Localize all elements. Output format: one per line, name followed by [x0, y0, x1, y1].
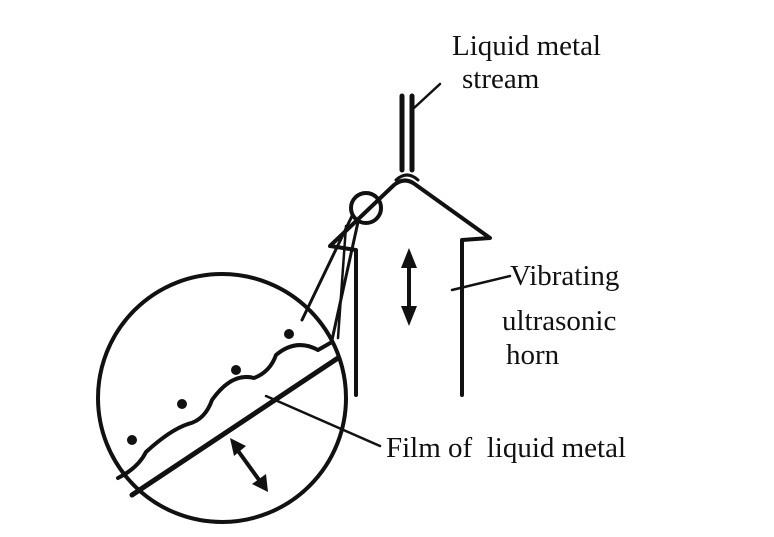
magnified-view-circle — [96, 272, 348, 524]
magnification-lines — [300, 214, 360, 342]
horn-label-line3: horn — [506, 339, 560, 371]
liquid-metal-stream — [399, 93, 415, 173]
ultrasonic-horn — [328, 173, 492, 397]
horn-leader-line — [450, 274, 512, 292]
vibration-arrow-icon — [401, 248, 417, 326]
horn-surface-line — [129, 355, 341, 498]
stream-label-line2: stream — [462, 63, 540, 95]
stream-label-line1: Liquid metal — [452, 30, 601, 62]
magnify-spot — [349, 191, 383, 225]
stream-leader-line — [412, 82, 442, 110]
liquid-film-wave — [116, 340, 334, 480]
horn-label-line1: Vibrating — [510, 260, 619, 292]
film-label: Film of liquid metal — [386, 432, 626, 464]
film-leader-line — [264, 394, 382, 448]
horn-label-line2: ultrasonic — [502, 305, 616, 337]
droplets — [127, 329, 294, 445]
film-vibration-arrow-icon — [230, 438, 268, 492]
